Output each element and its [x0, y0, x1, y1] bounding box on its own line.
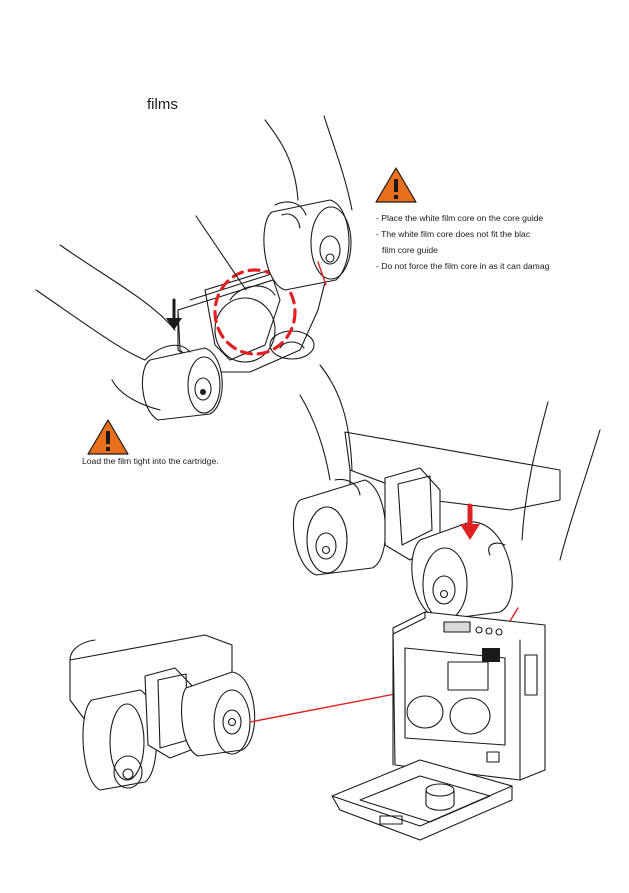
warning-icon-2 [87, 419, 129, 455]
load-film-caption: Load the film tight into the cartridge. [82, 456, 219, 466]
illustration-load-film-cores [35, 115, 353, 421]
warning-notes: - Place the white film core on the core … [376, 210, 626, 274]
section-heading: films [147, 96, 178, 113]
illustration-cartridge-and-printer [69, 607, 546, 841]
warning-note: film core guide [382, 245, 438, 255]
warning-note: - Place the white film core on the core … [376, 213, 544, 223]
warning-note: - Do not force the film core in as it ca… [376, 261, 550, 271]
illustration-push-roll [292, 364, 601, 621]
warning-icon-1 [375, 167, 417, 203]
core-guide-highlight [213, 268, 297, 356]
warning-note: - The white film core does not fit the b… [376, 229, 531, 239]
